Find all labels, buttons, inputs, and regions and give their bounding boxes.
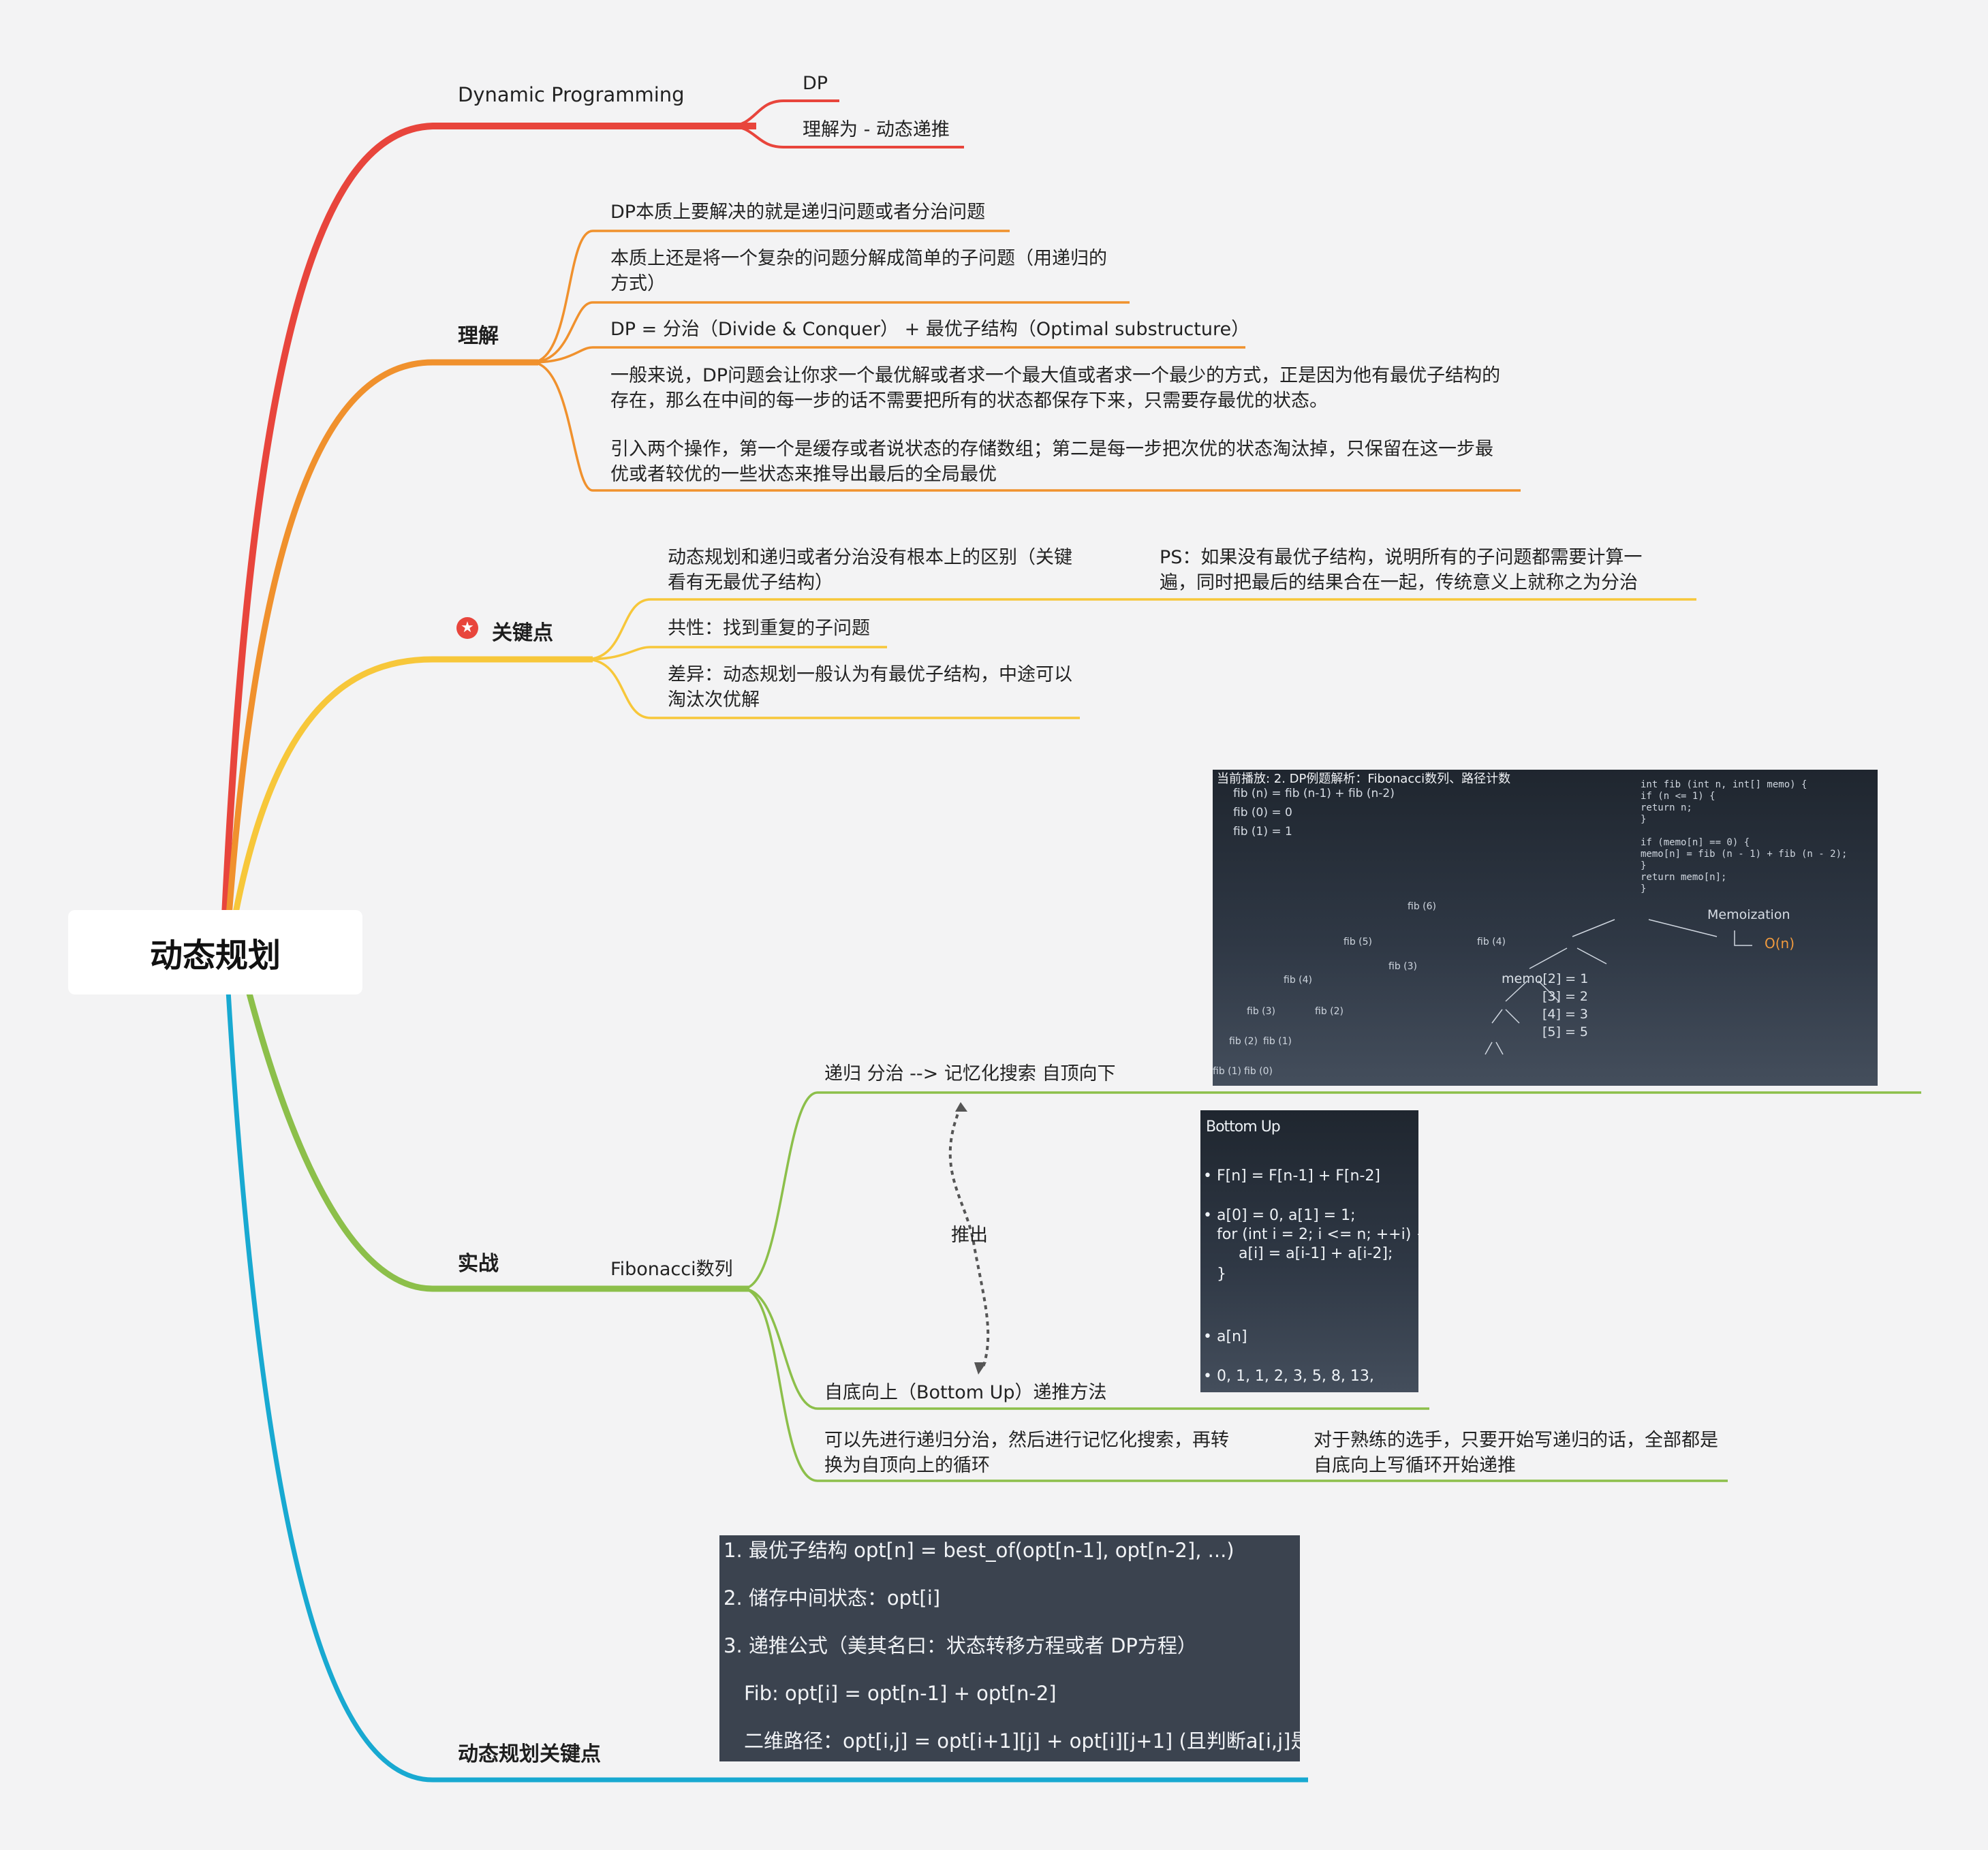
code-line-4: } bbox=[1641, 814, 1647, 825]
node-bottom-up[interactable]: 自底向上（Bottom Up）递推方法 bbox=[824, 1382, 1107, 1403]
tree-node-fib3: fib (3) bbox=[1247, 1006, 1275, 1017]
formula-fib-1: fib (1) = 1 bbox=[1233, 825, 1292, 838]
memo-value-4: [4] = 3 bbox=[1542, 1007, 1589, 1022]
video-header: 当前播放: 2. DP例题解析：Fibonacci数列、路径计数 bbox=[1217, 772, 1511, 786]
tree-node-fib4-right: fib (4) bbox=[1477, 937, 1506, 947]
understand-item-5[interactable]: 引入两个操作，第一个是缓存或者说状态的存储数组；第二是每一步把次优的状态淘汰掉，… bbox=[610, 439, 1493, 485]
code-line-2: if (n <= 1) { bbox=[1641, 791, 1715, 802]
keypoints-line-4: Fib: opt[i] = opt[n-1] + opt[n-2] bbox=[744, 1682, 1057, 1705]
formula-fib-n: fib (n) = fib (n-1) + fib (n-2) bbox=[1233, 787, 1395, 800]
node-practice[interactable]: 实战 bbox=[458, 1252, 499, 1276]
understand-item-1[interactable]: DP本质上要解决的就是递归问题或者分治问题 bbox=[610, 202, 986, 223]
bottom-up-line-6: • a[n] bbox=[1203, 1328, 1247, 1345]
derive-arrow bbox=[948, 1106, 990, 1370]
keypoint-ps[interactable]: PS：如果没有最优子结构，说明所有的子问题都需要计算一遍，同时把最后的结果合在一… bbox=[1160, 547, 1643, 593]
memo-value-5: [5] = 5 bbox=[1542, 1024, 1589, 1039]
code-line-10: } bbox=[1641, 883, 1647, 894]
node-dp[interactable]: DP bbox=[803, 73, 828, 94]
branch-dp bbox=[221, 123, 756, 917]
tree-node-fib5: fib (5) bbox=[1344, 937, 1372, 947]
code-line-3: return n; bbox=[1641, 802, 1692, 813]
keypoint-item-3[interactable]: 差异：动态规划一般认为有最优子结构，中途可以淘汰次优解 bbox=[668, 664, 1072, 710]
node-keypoint[interactable]: 关键点 bbox=[492, 621, 553, 645]
formula-fib-0: fib (0) = 0 bbox=[1233, 806, 1292, 819]
node-dp-meaning[interactable]: 理解为 - 动态递推 bbox=[803, 119, 950, 140]
keypoints-line-1: 1. 最优子结构 opt[n] = best_of(opt[n-1], opt[… bbox=[724, 1539, 1234, 1562]
code-line-7: memo[n] = fib (n - 1) + fib (n - 2); bbox=[1641, 849, 1848, 860]
tree-node-fib1-right: fib (1) bbox=[1263, 1036, 1292, 1047]
branch-practice bbox=[245, 990, 749, 1292]
tree-node-fib2: fib (2) bbox=[1229, 1036, 1258, 1047]
star-badge-icon: ★ bbox=[456, 617, 478, 639]
recursion-tree-lines bbox=[1485, 919, 1752, 1055]
code-line-6: if (memo[n] == 0) { bbox=[1641, 837, 1750, 848]
tree-node-fib1: fib (1) bbox=[1213, 1066, 1241, 1077]
tree-node-fib2-right: fib (2) bbox=[1315, 1006, 1344, 1017]
understand-item-3[interactable]: DP = 分治（Divide & Conquer） + 最优子结构（Optima… bbox=[610, 319, 1250, 340]
practice-note-1[interactable]: 可以先进行递归分治，然后进行记忆化搜索，再转换为自顶向上的循环 bbox=[824, 1430, 1229, 1476]
code-line-1: int fib (int n, int[] memo) { bbox=[1641, 779, 1807, 790]
bottom-up-screenshot: Bottom Up • F[n] = F[n-1] + F[n-2] • a[0… bbox=[1200, 1110, 1418, 1392]
keypoints-line-5: 二维路径：opt[i,j] = opt[i+1][j] + opt[i][j+1… bbox=[744, 1729, 1300, 1753]
keypoints-line-3: 3. 递推公式（美其名曰：状态转移方程或者 DP方程） bbox=[724, 1634, 1197, 1657]
code-line-8: } bbox=[1641, 860, 1647, 871]
understand-item-2[interactable]: 本质上还是将一个复杂的问题分解成简单的子问题（用递归的方式） bbox=[610, 248, 1107, 294]
keypoint-item-1[interactable]: 动态规划和递归或者分治没有根本上的区别（关键看有无最优子结构） bbox=[668, 547, 1072, 593]
understand-item-4[interactable]: 一般来说，DP问题会让你求一个最优解或者求一个最大值或者求一个最少的方式，正是因… bbox=[610, 365, 1501, 411]
keypoints-line-2: 2. 储存中间状态：opt[i] bbox=[724, 1586, 941, 1610]
tree-node-fib6: fib (6) bbox=[1408, 901, 1436, 912]
bottom-up-line-3: for (int i = 2; i <= n; ++i) { bbox=[1217, 1226, 1418, 1243]
node-understand[interactable]: 理解 bbox=[458, 324, 499, 348]
bottom-up-line-1: • F[n] = F[n-1] + F[n-2] bbox=[1203, 1167, 1380, 1185]
practice-note-2[interactable]: 对于熟练的选手，只要开始写递归的话，全部都是自底向上写循环开始递推 bbox=[1314, 1430, 1718, 1476]
tree-node-fib0: fib (0) bbox=[1244, 1066, 1273, 1077]
complexity-label: O(n) bbox=[1765, 935, 1795, 952]
memoization-label: Memoization bbox=[1707, 907, 1790, 922]
node-dynamic-programming[interactable]: Dynamic Programming bbox=[458, 83, 685, 106]
memo-value-3: [3] = 2 bbox=[1542, 989, 1589, 1004]
memoization-screenshot: 当前播放: 2. DP例题解析：Fibonacci数列、路径计数 fib (n)… bbox=[1213, 770, 1878, 1086]
bottom-up-line-7: • 0, 1, 1, 2, 3, 5, 8, 13, bbox=[1203, 1368, 1374, 1385]
branch-understand bbox=[226, 359, 538, 917]
keypoint-item-2[interactable]: 共性：找到重复的子问题 bbox=[668, 618, 870, 639]
branch-keypoints2 bbox=[226, 990, 1308, 1783]
bottom-up-line-4: a[i] = a[i-1] + a[i-2]; bbox=[1239, 1245, 1393, 1262]
bottom-up-title: Bottom Up bbox=[1206, 1118, 1281, 1135]
dp-keypoints-screenshot: 1. 最优子结构 opt[n] = best_of(opt[n-1], opt[… bbox=[719, 1535, 1300, 1761]
node-top-down[interactable]: 递归 分治 --> 记忆化搜索 自顶向下 bbox=[824, 1063, 1116, 1084]
tree-node-fib4: fib (4) bbox=[1284, 975, 1312, 986]
node-dp-keypoints[interactable]: 动态规划关键点 bbox=[458, 1742, 601, 1766]
memo-value-2: memo[2] = 1 bbox=[1502, 971, 1589, 986]
derive-label: 推出 bbox=[951, 1225, 988, 1246]
bottom-up-line-5: } bbox=[1217, 1266, 1226, 1283]
branch-keypoint bbox=[232, 656, 593, 917]
code-line-9: return memo[n]; bbox=[1641, 872, 1727, 883]
bottom-up-line-2: • a[0] = 0, a[1] = 1; bbox=[1203, 1207, 1356, 1224]
root-node[interactable]: 动态规划 bbox=[68, 910, 362, 994]
node-fibonacci[interactable]: Fibonacci数列 bbox=[610, 1259, 733, 1280]
tree-node-fib3-right: fib (3) bbox=[1388, 961, 1417, 972]
